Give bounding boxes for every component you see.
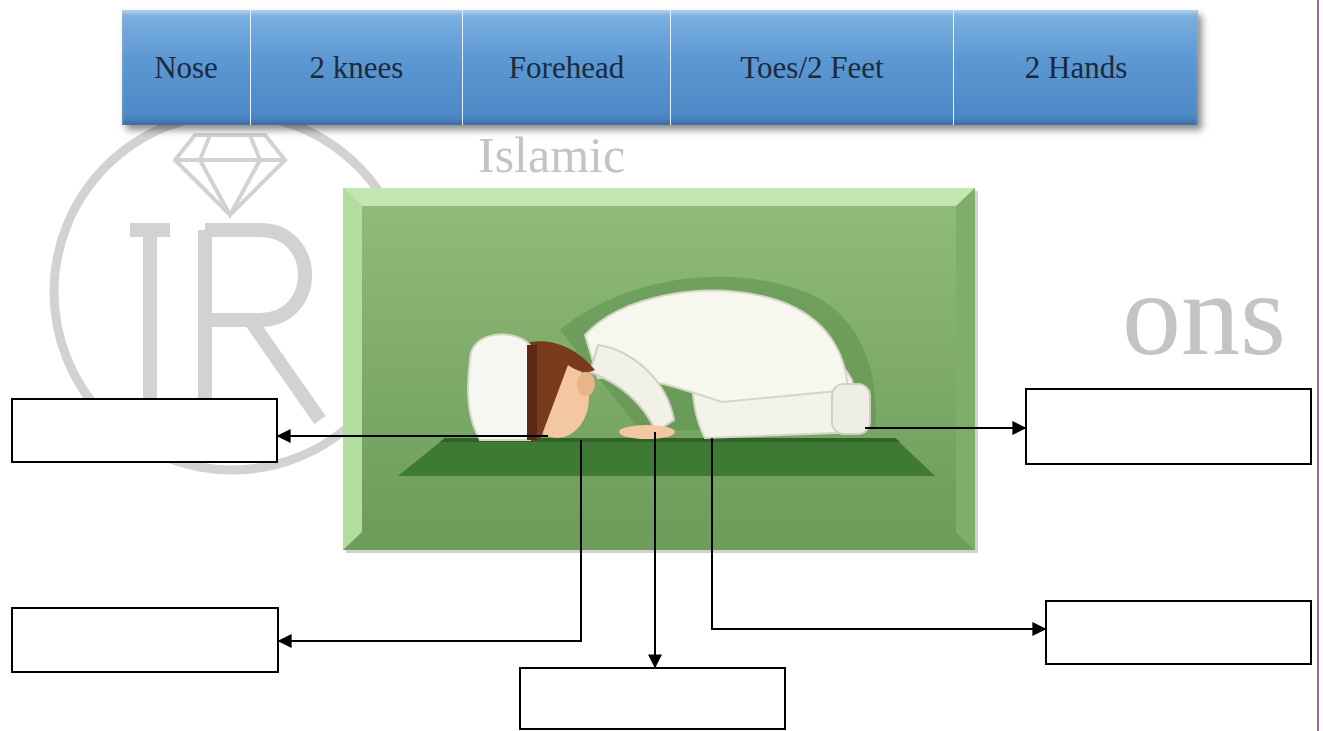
answer-boxes	[12, 389, 1311, 729]
leader-lines	[278, 428, 1045, 667]
word-tile: Toes/2 Feet	[670, 10, 953, 125]
frame-bevel	[343, 532, 975, 550]
picture-frame	[343, 188, 978, 553]
word-tile: 2 Hands	[953, 10, 1198, 125]
answer-box	[520, 668, 785, 729]
ear	[577, 372, 595, 396]
word-label: Toes/2 Feet	[740, 50, 883, 86]
word-tile: Forehead	[462, 10, 670, 125]
cap-band	[527, 345, 537, 440]
frame-bevel	[343, 188, 362, 550]
answer-box	[12, 399, 277, 462]
cap	[468, 334, 530, 440]
leader-arrow	[712, 438, 1045, 629]
logo-diamond	[175, 135, 285, 215]
watermark-text: Islamic	[478, 127, 625, 183]
hand	[619, 425, 675, 439]
foot	[832, 384, 870, 434]
word-tile: Nose	[122, 10, 250, 125]
word-label: Forehead	[509, 50, 624, 86]
logo-letter-shape	[205, 230, 320, 420]
logo-letter-shape	[130, 230, 170, 420]
word-bank: Nose 2 knees Forehead Toes/2 Feet 2 Hands	[122, 10, 1198, 125]
leader-arrow	[654, 432, 656, 667]
frame-inner	[362, 206, 956, 532]
watermark: Islamic	[478, 128, 625, 183]
hair	[515, 341, 595, 440]
answer-box	[1026, 389, 1311, 464]
frame-bevel	[343, 188, 975, 206]
word-label: 2 knees	[310, 50, 404, 86]
leader-arrow	[865, 427, 1025, 429]
watermark: ons	[1122, 250, 1286, 380]
watermark-text: ons	[1122, 249, 1286, 380]
word-label: Nose	[154, 50, 218, 86]
leader-arrow	[278, 435, 548, 437]
robe-arm	[590, 345, 674, 432]
answer-box	[1046, 601, 1311, 664]
frame-outer	[343, 188, 975, 550]
frame-shadow	[346, 191, 978, 553]
word-label: 2 Hands	[1025, 50, 1127, 86]
word-tile: 2 knees	[250, 10, 462, 125]
frame-bevel	[956, 188, 975, 550]
praying-figure	[398, 277, 935, 476]
answer-box	[12, 608, 278, 672]
slide-edge	[1317, 0, 1319, 731]
prayer-mat	[398, 438, 935, 476]
leader-arrow	[279, 440, 581, 641]
